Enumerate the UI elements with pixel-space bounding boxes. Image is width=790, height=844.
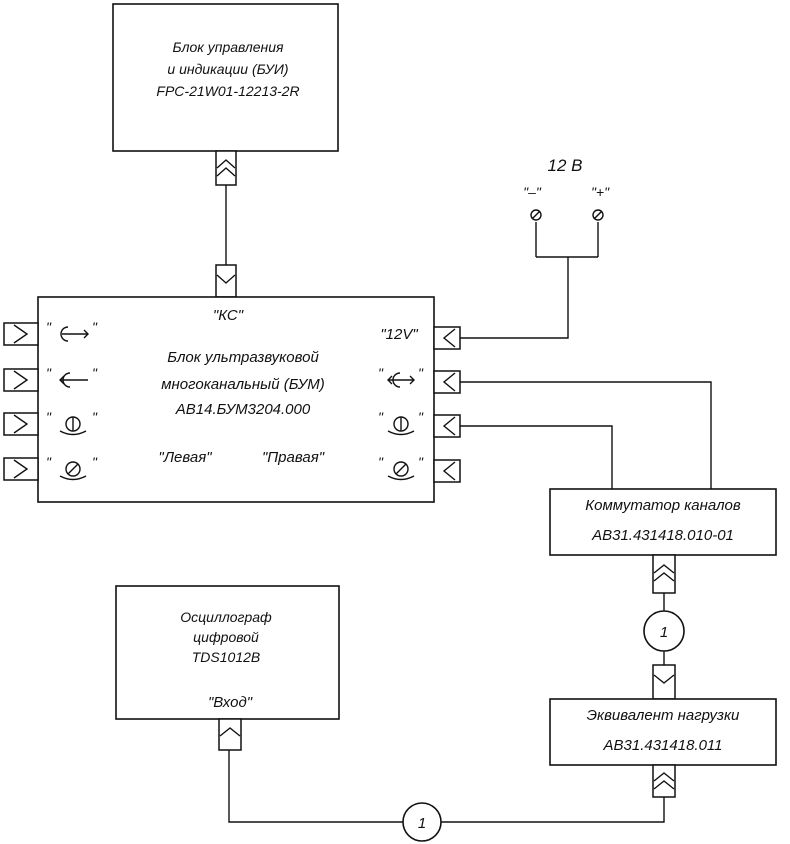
bum-right-label: "Правая" <box>262 449 325 466</box>
bum-right-port-12v <box>433 326 461 350</box>
cable-marker-a: 1 <box>643 610 685 652</box>
switch-connector <box>652 554 676 594</box>
bum-right-port-1: " " <box>378 365 461 394</box>
bui-box <box>112 3 339 152</box>
arrow-bidirectional-icon <box>60 326 89 342</box>
power-voltage-label: 12 В <box>548 156 583 175</box>
bum-left-port-2: " " <box>3 365 98 392</box>
probe-icon <box>387 461 415 481</box>
bum-right-port-2: " " <box>378 409 461 438</box>
bum-block: "КС" Блок ультразвуковой многоканальный … <box>3 264 461 503</box>
load-box <box>549 698 777 766</box>
port-quote: " <box>92 454 98 470</box>
probe-icon <box>387 416 415 436</box>
power-minus-label: "–" <box>523 184 542 200</box>
port-quote: " <box>46 409 52 425</box>
scope-block: Осциллограф цифровой TDS1012B "Вход" <box>115 585 340 751</box>
bum-left-label: "Левая" <box>158 449 212 466</box>
scope-title-line1: Осциллограф <box>180 609 272 625</box>
load-title: Эквивалент нагрузки <box>587 707 740 724</box>
cable-marker-b-label: 1 <box>418 815 426 832</box>
port-quote: " <box>418 409 424 425</box>
bum-title-line2: многоканальный (БУМ) <box>161 376 324 393</box>
bum-title-line1: Блок ультразвуковой <box>167 349 319 366</box>
scope-input-label: "Вход" <box>208 694 253 711</box>
bum-12v-label: "12V" <box>380 326 418 343</box>
port-quote: " <box>46 319 52 335</box>
bui-title-line2: и индикации (БУИ) <box>167 61 288 77</box>
bui-block: Блок управления и индикации (БУИ) FPC-21… <box>112 3 339 186</box>
bum-box <box>37 296 435 503</box>
wire-bum-switch-1 <box>460 381 712 489</box>
scope-title-line2: цифровой <box>193 629 259 645</box>
load-part-number: АВ31.431418.011 <box>603 737 723 754</box>
cable-marker-b: 1 <box>402 802 442 842</box>
port-quote: " <box>418 454 424 470</box>
probe-icon <box>59 416 87 436</box>
port-quote: " <box>92 409 98 425</box>
port-quote: " <box>378 365 384 381</box>
switch-block: Коммутатор каналов АВ31.431418.010-01 <box>549 488 777 594</box>
bum-part-number: АВ14.БУМ3204.000 <box>175 401 311 418</box>
probe-icon <box>59 461 87 481</box>
bui-title-line1: Блок управления <box>172 39 284 55</box>
port-quote: " <box>92 365 98 381</box>
port-quote: " <box>378 409 384 425</box>
power-plus-label: "+" <box>591 184 610 200</box>
scope-model: TDS1012B <box>192 649 260 665</box>
load-block: Эквивалент нагрузки АВ31.431418.011 <box>549 664 777 798</box>
scope-box <box>115 585 340 720</box>
load-top-connector <box>652 664 676 700</box>
port-quote: " <box>46 365 52 381</box>
port-quote: " <box>378 454 384 470</box>
scope-connector <box>218 718 242 751</box>
port-quote: " <box>46 454 52 470</box>
terminal-minus-icon <box>530 209 542 221</box>
arrow-left-icon <box>59 372 88 388</box>
power-source: 12 В "–" "+" <box>523 156 610 221</box>
bum-left-port-3: " " <box>3 409 98 436</box>
switch-title: Коммутатор каналов <box>585 497 741 514</box>
switch-part-number: АВ31.431418.010-01 <box>591 527 734 544</box>
wire-power-bum <box>460 256 598 339</box>
bum-top-connector <box>215 264 237 298</box>
arrow-bidirectional-icon <box>387 372 415 388</box>
switch-box <box>549 488 777 556</box>
bum-right-port-3: " " <box>378 454 461 483</box>
port-quote: " <box>92 319 98 335</box>
terminal-plus-icon <box>592 209 604 221</box>
bui-connector <box>215 150 237 186</box>
wire-cable-load-2 <box>441 797 665 823</box>
cable-marker-a-label: 1 <box>660 624 668 641</box>
wire-bum-switch-2 <box>460 425 613 489</box>
bum-left-port-4: " " <box>3 454 98 481</box>
bum-left-port-1: " " <box>3 319 98 346</box>
port-quote: " <box>418 365 424 381</box>
wire-scope-cable <box>228 750 403 823</box>
bum-ks-label: "КС" <box>213 307 244 324</box>
bui-part-number: FPC-21W01-12213-2R <box>156 83 299 99</box>
load-bottom-connector <box>652 764 676 798</box>
wires <box>225 185 712 823</box>
